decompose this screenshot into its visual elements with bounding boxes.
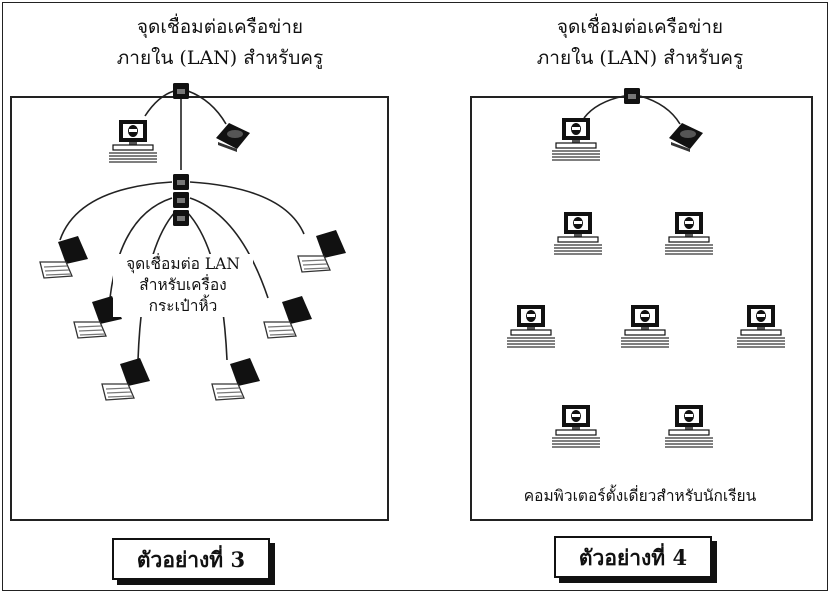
example3-laptop [101,357,151,401]
example3-telephone [216,123,250,152]
example4-telephone [669,123,703,152]
example3-laptop [297,229,347,273]
example4-student-computer [736,304,786,348]
example3-label-line1: จุดเชื่อมต่อ LAN [126,255,240,273]
example3-header-line2: ภายใน (LAN) สำหรับครู [116,47,324,69]
example4-student-computer [553,211,603,255]
example3-teacher-computer [108,119,158,163]
example3-caption: ตัวอย่างที่ 3 [112,538,270,580]
example3-header: จุดเชื่อมต่อเครือข่าย ภายใน (LAN) สำหรับ… [70,12,370,74]
example4-standalone-label: คอมพิวเตอร์ตั้งเดี่ยวสำหรับนักเรียน [523,487,757,505]
example3-laptop-lan-label: จุดเชื่อมต่อ LAN สำหรับเครื่อง กระเป๋าหิ… [113,254,253,317]
example3-header-line1: จุดเชื่อมต่อเครือข่าย [136,16,304,38]
example4-teacher-computer [551,117,601,161]
example3-label-line2: สำหรับเครื่อง [139,276,227,294]
example3-laptop [211,357,261,401]
example4-student-computer [551,404,601,448]
example4-header-line2: ภายใน (LAN) สำหรับครู [536,47,744,69]
example3-laptop-jack [173,174,189,190]
example3-laptop [39,235,89,279]
example4-student-computer [664,404,714,448]
example4-cables [583,95,681,125]
example3-label-line3: กระเป๋าหิ้ว [148,297,218,315]
example4-header: จุดเชื่อมต่อเครือข่าย ภายใน (LAN) สำหรับ… [490,12,790,74]
example4-header-line1: จุดเชื่อมต่อเครือข่าย [556,16,724,38]
example3-teacher-lan-jack [173,83,189,99]
example3-laptop-jack [173,192,189,208]
example4-teacher-lan-jack [624,88,640,104]
example3-laptop-jack [173,210,189,226]
example4-student-computer [664,211,714,255]
example4-student-computer [506,304,556,348]
example4-caption: ตัวอย่างที่ 4 [554,536,712,578]
example4-student-computer [620,304,670,348]
example3-laptop [263,295,313,339]
